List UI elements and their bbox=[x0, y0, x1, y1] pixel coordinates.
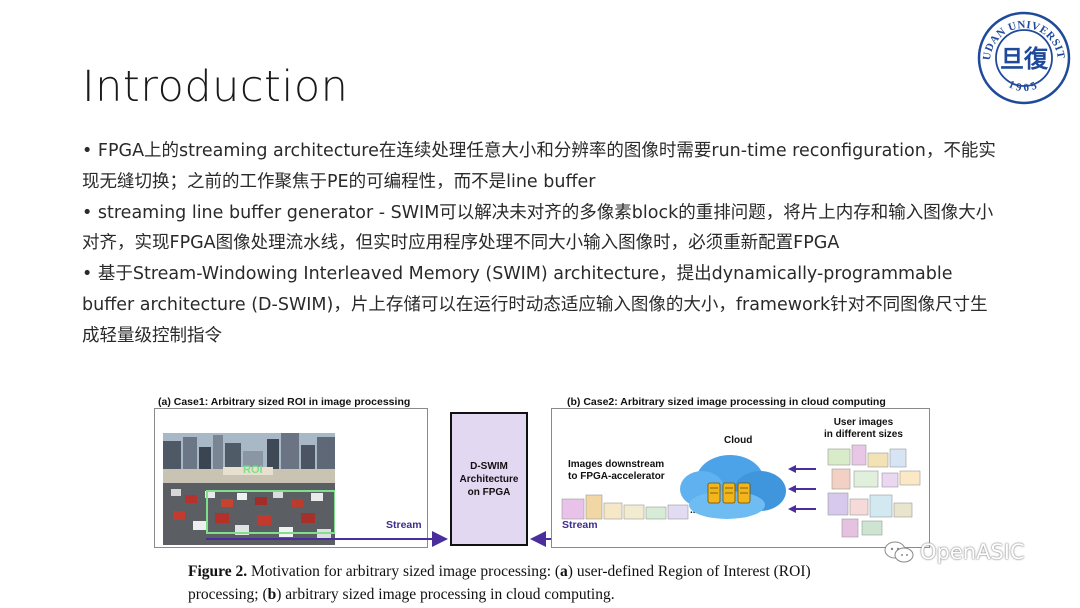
motivation-figure: (a) Case1: Arbitrary sized ROI in image … bbox=[154, 394, 930, 552]
bullet-item-3: • 基于Stream-Windowing Interleaved Memory … bbox=[82, 264, 988, 346]
caption-part-4: ) arbitrary sized image processing in cl… bbox=[276, 586, 615, 603]
user-images-cluster bbox=[827, 444, 921, 538]
cloud-label: Cloud bbox=[724, 435, 753, 446]
slide-title: Introduction bbox=[82, 62, 349, 112]
caption-part-2: ) user-defined Region of Interest (ROI) bbox=[567, 563, 811, 580]
watermark: OpenASIC bbox=[884, 540, 1025, 564]
queued-image-block bbox=[645, 506, 667, 520]
logo-center-char: 旦復 bbox=[1000, 44, 1049, 73]
queued-image-block bbox=[561, 498, 585, 520]
stream-label-left: Stream bbox=[386, 519, 422, 531]
figure-caption: Figure 2. Motivation for arbitrary sized… bbox=[188, 560, 908, 606]
panel-a-frame: ROI Stream bbox=[154, 408, 428, 548]
bullet-item-1: • FPGA上的streaming architecture在连续处理任意大小和… bbox=[82, 141, 996, 192]
bullet-item-2: • streaming line buffer generator - SWIM… bbox=[82, 202, 994, 254]
caption-figure-label: Figure 2. bbox=[188, 563, 248, 580]
dswim-architecture-box: D-SWIM Architecture on FPGA bbox=[450, 412, 528, 546]
queued-image-block bbox=[585, 494, 603, 520]
caption-b: b bbox=[267, 586, 277, 603]
wechat-icon bbox=[884, 541, 914, 563]
panel-a-title: (a) Case1: Arbitrary sized ROI in image … bbox=[158, 396, 411, 408]
queued-image-block bbox=[623, 504, 645, 520]
queued-image-block bbox=[667, 504, 689, 520]
cloud-diagram bbox=[561, 444, 921, 538]
stream-label-right: Stream bbox=[562, 519, 598, 531]
watermark-text: OpenASIC bbox=[920, 540, 1025, 564]
panel-b-title: (b) Case2: Arbitrary sized image process… bbox=[567, 396, 886, 408]
user-images-label: User images in different sizes bbox=[824, 417, 903, 440]
downstream-label: Images downstream to FPGA-accelerator bbox=[568, 459, 665, 482]
traffic-photo-image bbox=[163, 433, 335, 545]
incoming-arrows bbox=[788, 465, 816, 513]
queued-image-block bbox=[603, 502, 623, 520]
caption-part-1: Motivation for arbitrary sized image pro… bbox=[247, 563, 561, 580]
bullet-list: • FPGA上的streaming architecture在连续处理任意大小和… bbox=[82, 136, 1002, 352]
caption-part-3: processing; ( bbox=[188, 586, 268, 603]
svg-text:1905: 1905 bbox=[1007, 78, 1042, 94]
server-icon bbox=[707, 482, 751, 504]
roi-label: ROI bbox=[243, 464, 263, 476]
fudan-university-logo: FUDAN UNIVERSITY 1905 旦復 bbox=[976, 10, 1071, 105]
caption-a: a bbox=[560, 563, 568, 580]
panel-b-frame: Images downstream to FPGA-accelerator Cl… bbox=[551, 408, 930, 548]
logo-year: 1905 bbox=[1007, 78, 1039, 94]
